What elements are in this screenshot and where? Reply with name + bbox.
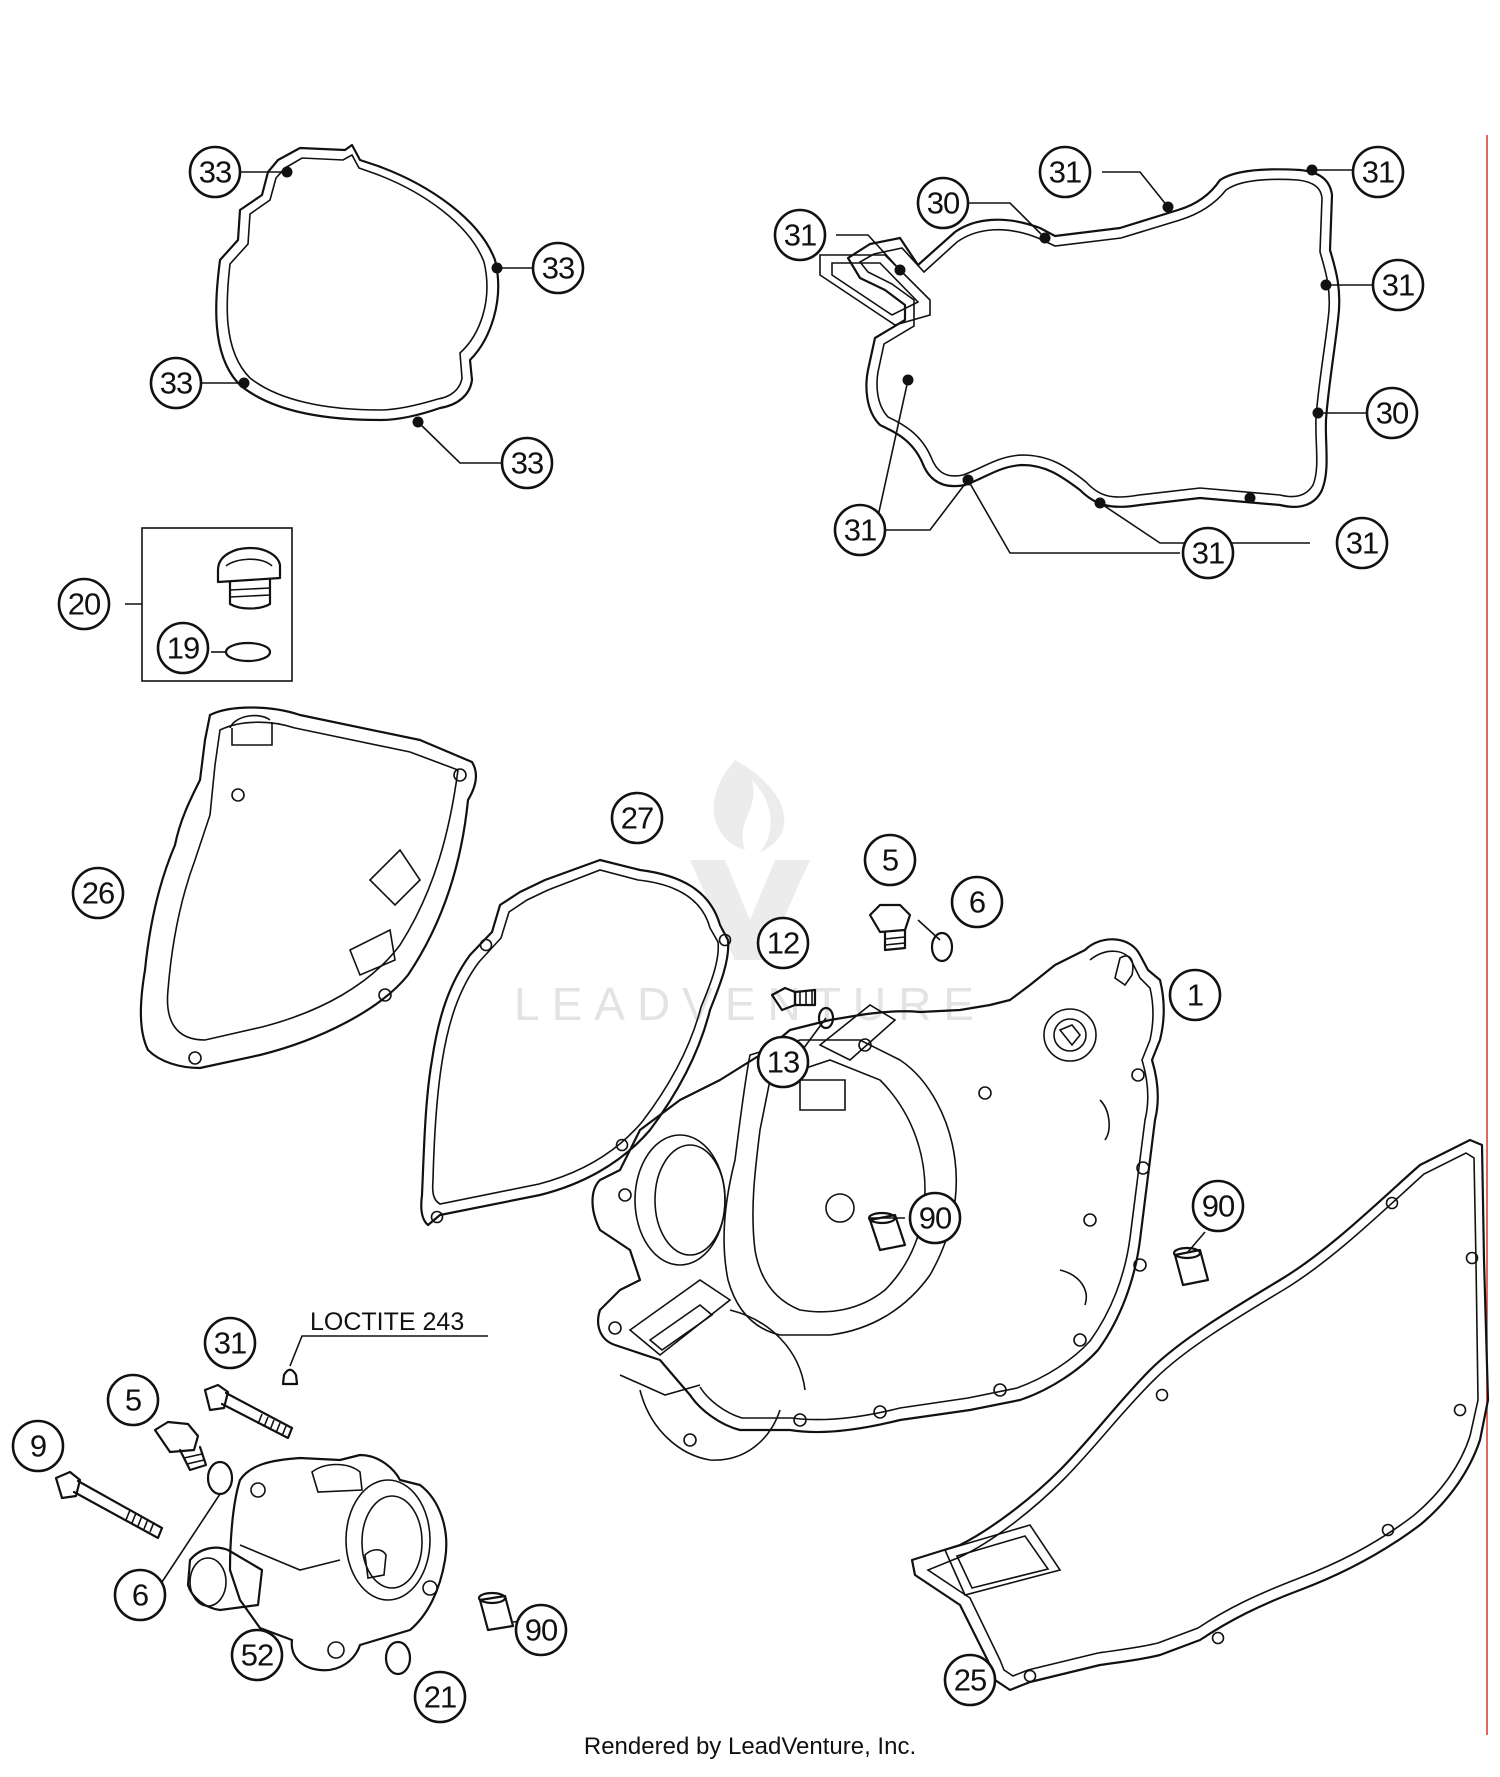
svg-text:5: 5 bbox=[882, 843, 898, 878]
dowel-sleeve-2 bbox=[1172, 1246, 1210, 1287]
callout-31: 31 bbox=[833, 503, 887, 557]
svg-text:90: 90 bbox=[525, 1613, 558, 1648]
watermark-text: LEADVENTURE bbox=[514, 978, 986, 1030]
callout-21: 21 bbox=[413, 1670, 467, 1724]
callout-33: 33 bbox=[188, 145, 242, 199]
bolt-31 bbox=[203, 1383, 294, 1440]
svg-text:19: 19 bbox=[167, 631, 199, 666]
svg-text:33: 33 bbox=[511, 446, 543, 481]
callout-52: 52 bbox=[230, 1628, 284, 1682]
svg-text:6: 6 bbox=[969, 885, 985, 920]
clutch-cover bbox=[591, 938, 1165, 1461]
callout-25: 25 bbox=[943, 1653, 997, 1707]
callout-31: 31 bbox=[1351, 145, 1405, 199]
callout-26: 26 bbox=[71, 866, 125, 920]
washer-13 bbox=[817, 1006, 835, 1030]
svg-text:5: 5 bbox=[125, 1383, 141, 1418]
callout-20: 20 bbox=[57, 577, 111, 631]
callout-19: 19 bbox=[156, 621, 210, 675]
svg-text:26: 26 bbox=[82, 876, 114, 911]
watermark: LEADVENTURE bbox=[514, 760, 986, 1030]
svg-text:31: 31 bbox=[1346, 526, 1378, 561]
svg-text:12: 12 bbox=[767, 926, 799, 961]
loctite-drop bbox=[281, 1368, 299, 1386]
callout-33: 33 bbox=[149, 356, 203, 410]
screw-12 bbox=[770, 986, 817, 1012]
callout-30: 30 bbox=[916, 176, 970, 230]
callout-6: 6 bbox=[950, 875, 1004, 929]
clutch-gasket-bottom bbox=[910, 1138, 1490, 1692]
callout-31: 31 bbox=[1181, 526, 1235, 580]
svg-text:52: 52 bbox=[241, 1638, 273, 1673]
loctite-leader bbox=[289, 1335, 488, 1367]
drain-plug-top bbox=[868, 903, 912, 952]
washer-top bbox=[930, 931, 954, 963]
ignition-gasket bbox=[420, 858, 732, 1227]
callout-5: 5 bbox=[863, 833, 917, 887]
callout-1: 1 bbox=[1168, 968, 1222, 1022]
svg-text:33: 33 bbox=[199, 155, 231, 190]
gasket-ignition-cover bbox=[215, 143, 503, 428]
callout-12: 12 bbox=[756, 916, 810, 970]
callout-13: 13 bbox=[756, 1035, 810, 1089]
callout-31: 31 bbox=[1371, 258, 1425, 312]
callout-5: 5 bbox=[106, 1373, 160, 1427]
footer-credit: Rendered by LeadVenture, Inc. bbox=[583, 1733, 917, 1760]
callouts: 33 33 33 33 31 30 31 31 31 30 31 31 31 2… bbox=[11, 145, 1425, 1724]
svg-text:31: 31 bbox=[1192, 536, 1224, 571]
svg-text:30: 30 bbox=[927, 186, 960, 221]
callout-9: 9 bbox=[11, 1419, 65, 1473]
svg-text:33: 33 bbox=[542, 251, 574, 286]
svg-text:20: 20 bbox=[68, 587, 101, 622]
svg-text:33: 33 bbox=[160, 366, 192, 401]
svg-text:9: 9 bbox=[30, 1429, 46, 1464]
svg-text:31: 31 bbox=[214, 1326, 246, 1361]
o-ring-21 bbox=[384, 1640, 412, 1676]
gasket-clutch-cover bbox=[819, 164, 1341, 509]
drain-plug-bottom bbox=[153, 1420, 208, 1472]
svg-text:90: 90 bbox=[919, 1201, 952, 1236]
callout-90: 90 bbox=[1191, 1179, 1245, 1233]
svg-text:27: 27 bbox=[621, 801, 653, 836]
callout-31: 31 bbox=[1038, 145, 1092, 199]
svg-text:31: 31 bbox=[844, 513, 876, 548]
callout-90: 90 bbox=[514, 1603, 568, 1657]
svg-text:30: 30 bbox=[1376, 396, 1409, 431]
svg-text:21: 21 bbox=[424, 1680, 456, 1715]
svg-text:31: 31 bbox=[1049, 155, 1081, 190]
callout-31: 31 bbox=[773, 208, 827, 262]
svg-text:13: 13 bbox=[767, 1045, 799, 1080]
svg-text:1: 1 bbox=[1187, 978, 1203, 1013]
svg-text:6: 6 bbox=[132, 1578, 148, 1613]
bolt-9 bbox=[54, 1470, 164, 1540]
water-pump-cover bbox=[186, 1453, 448, 1672]
callout-30: 30 bbox=[1365, 386, 1419, 440]
svg-text:90: 90 bbox=[1202, 1189, 1235, 1224]
svg-text:31: 31 bbox=[784, 218, 816, 253]
callout-31: 31 bbox=[1335, 516, 1389, 570]
svg-text:31: 31 bbox=[1382, 268, 1414, 303]
callout-6: 6 bbox=[113, 1568, 167, 1622]
svg-text:31: 31 bbox=[1362, 155, 1394, 190]
callout-90: 90 bbox=[908, 1191, 962, 1245]
callout-33: 33 bbox=[531, 241, 585, 295]
ignition-cover bbox=[139, 706, 477, 1070]
washer-bottom bbox=[206, 1460, 234, 1496]
loctite-note: LOCTITE 243 bbox=[310, 1308, 464, 1336]
leader-lines bbox=[125, 169, 1374, 1623]
dowel-sleeve-3 bbox=[477, 1591, 515, 1632]
svg-text:25: 25 bbox=[954, 1663, 986, 1698]
callout-33: 33 bbox=[500, 436, 554, 490]
callout-27: 27 bbox=[610, 791, 664, 845]
callout-31: 31 bbox=[203, 1316, 257, 1370]
